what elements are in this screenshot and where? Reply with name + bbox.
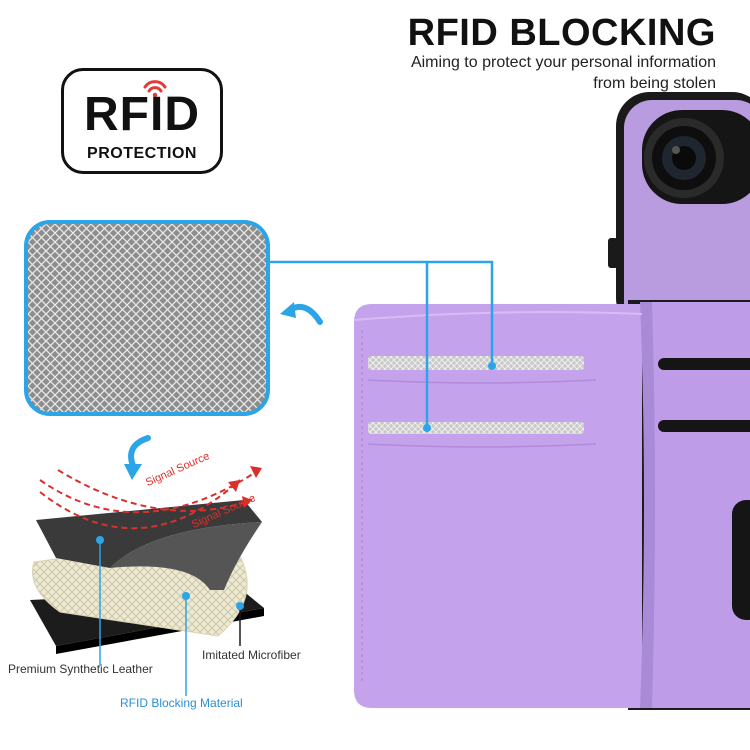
leather-layer [36,500,262,568]
page-subtitle: Aiming to protect your personal informat… [336,52,716,94]
page-title: RFID BLOCKING [407,12,716,54]
wifi-signal-icon [143,80,167,97]
phone-illustration [608,92,750,318]
subtitle-line-2: from being stolen [593,75,716,92]
mesh-pattern [28,224,266,412]
rfid-protection-badge: RFID PROTECTION [61,68,223,174]
leather-label: Premium Synthetic Leather [8,662,153,676]
rfid-mesh-sample [24,220,270,416]
curved-arrow-down-icon [124,435,151,480]
badge-main-text: RFID [84,88,200,141]
microfiber-label: Imitated Microfiber [202,648,301,662]
curved-arrow-left-icon [280,302,323,325]
subtitle-line-1: Aiming to protect your personal informat… [410,54,716,71]
badge-sub-text: PROTECTION [87,145,197,162]
blocking-material-label: RFID Blocking Material [120,696,243,710]
layer-diagram [30,466,264,696]
